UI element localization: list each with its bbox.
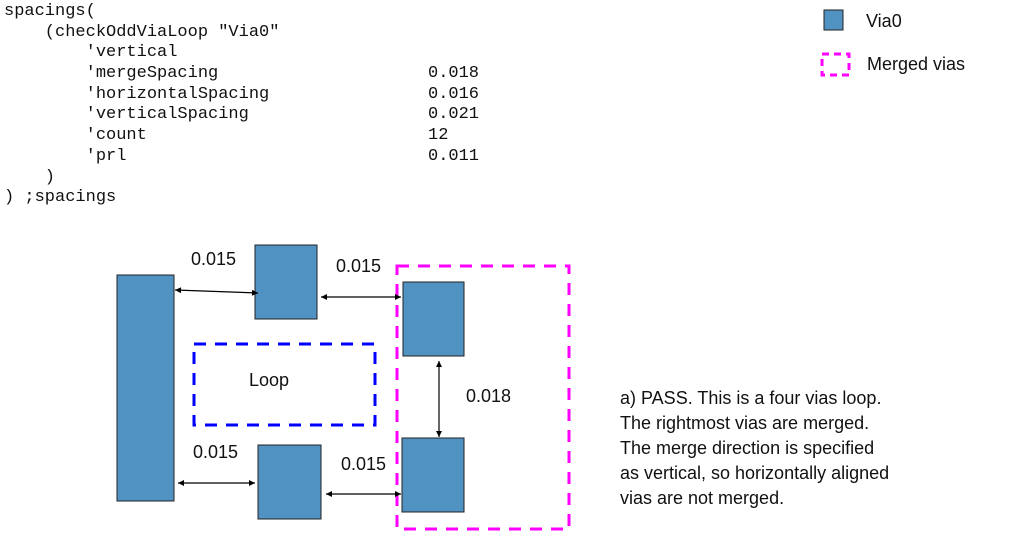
legend-merged-label: Merged vias (867, 54, 965, 74)
rule-code-block: spacings( (checkOddViaLoop "Via0" 'verti… (4, 2, 479, 209)
via-top-right (402, 281, 465, 357)
note-line: as vertical, so horizontally aligned (620, 463, 890, 483)
code-param: 'prl 0.011 (4, 147, 479, 168)
code-line: (checkOddViaLoop "Via0" (4, 22, 280, 42)
code-param: 'mergeSpacing 0.018 (4, 64, 479, 85)
param-name: 'verticalSpacing (4, 105, 249, 125)
result-note: a) PASS. This is a four vias loop. The r… (620, 386, 889, 511)
spacing-label: 0.015 (191, 249, 236, 269)
note-line: vias are not merged. (620, 488, 785, 508)
code-line: ) (4, 167, 56, 187)
via-top (254, 244, 318, 320)
spacing-arrow (174, 287, 259, 296)
param-value: 0.018 (428, 64, 480, 84)
param-name: 'horizontalSpacing (4, 84, 270, 104)
via-bottom-right (401, 437, 465, 513)
legend-merged-swatch (820, 52, 851, 77)
merged-vias-box (395, 264, 571, 531)
loop-label: Loop (249, 370, 289, 390)
param-name: 'prl (4, 146, 127, 166)
param-value: 12 (428, 126, 449, 146)
param-name: 'count (4, 126, 147, 146)
via-tall (116, 274, 175, 502)
code-line: 'vertical (4, 43, 178, 63)
spacing-label: 0.015 (193, 442, 238, 462)
spacing-label: 0.015 (336, 256, 381, 276)
param-value: 0.011 (428, 146, 480, 166)
param-value: 0.016 (428, 84, 480, 104)
code-line: ) ;spacings (4, 188, 117, 208)
legend-via-swatch (823, 9, 844, 31)
note-line: The rightmost vias are merged. (620, 413, 870, 433)
spacing-label: 0.018 (466, 386, 511, 406)
legend-via-label: Via0 (866, 11, 902, 31)
param-value: 0.021 (428, 105, 480, 125)
code-line: spacings( (4, 2, 96, 21)
via-bottom (257, 444, 322, 520)
code-param: 'horizontalSpacing 0.016 (4, 85, 479, 106)
param-name: 'mergeSpacing (4, 64, 219, 84)
code-param: 'count 12 (4, 126, 479, 147)
note-line: The merge direction is specified (620, 438, 875, 458)
loop-box (192, 342, 377, 427)
spacing-label: 0.015 (341, 454, 386, 474)
code-param: 'verticalSpacing 0.021 (4, 105, 479, 126)
note-line: a) PASS. This is a four vias loop. (620, 388, 882, 408)
